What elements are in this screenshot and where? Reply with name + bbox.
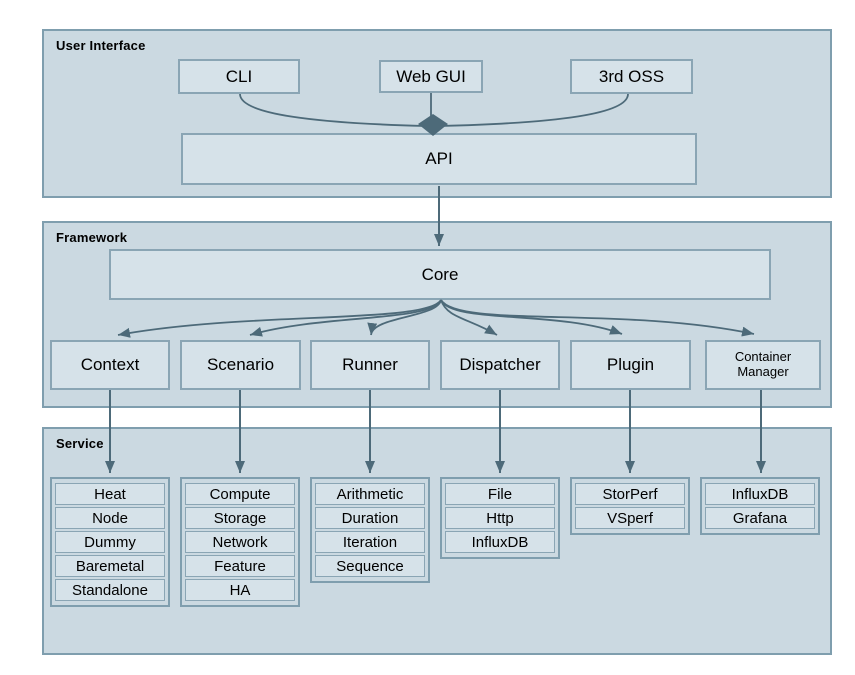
web-gui-box: Web GUI xyxy=(379,60,483,93)
service-item: Heat xyxy=(55,483,165,505)
service-item: StorPerf xyxy=(575,483,685,505)
third-oss-box: 3rd OSS xyxy=(570,59,693,94)
module-label: Context xyxy=(80,355,140,375)
section-user-interface-label: User Interface xyxy=(56,38,146,53)
service-item: Duration xyxy=(315,507,425,529)
module-box-dispatcher: Dispatcher xyxy=(440,340,560,390)
service-item: InfluxDB xyxy=(705,483,815,505)
module-label: Container Manager xyxy=(734,349,792,379)
section-service-label: Service xyxy=(56,436,104,451)
module-box-plugin: Plugin xyxy=(570,340,691,390)
core-box: Core xyxy=(109,249,771,300)
module-label: Scenario xyxy=(206,355,275,375)
service-column-plugin: StorPerf VSperf xyxy=(570,477,690,535)
module-box-scenario: Scenario xyxy=(180,340,301,390)
service-item: InfluxDB xyxy=(445,531,555,553)
service-item: Arithmetic xyxy=(315,483,425,505)
module-box-container-manager: Container Manager xyxy=(705,340,821,390)
service-column-scenario: Compute Storage Network Feature HA xyxy=(180,477,300,607)
module-label: Runner xyxy=(342,355,398,375)
service-item: Http xyxy=(445,507,555,529)
service-column-dispatcher: File Http InfluxDB xyxy=(440,477,560,559)
service-item: Storage xyxy=(185,507,295,529)
section-service: Service xyxy=(42,427,832,655)
cli-box: CLI xyxy=(178,59,300,94)
service-column-context: Heat Node Dummy Baremetal Standalone xyxy=(50,477,170,607)
core-label: Core xyxy=(421,264,459,284)
module-box-context: Context xyxy=(50,340,170,390)
service-column-container-manager: InfluxDB Grafana xyxy=(700,477,820,535)
service-item: Iteration xyxy=(315,531,425,553)
service-item: VSperf xyxy=(575,507,685,529)
module-label: Dispatcher xyxy=(459,355,541,375)
module-label: Plugin xyxy=(606,355,655,375)
api-box: API xyxy=(181,133,697,185)
third-oss-label: 3rd OSS xyxy=(598,66,665,86)
service-item: HA xyxy=(185,579,295,601)
service-column-runner: Arithmetic Duration Iteration Sequence xyxy=(310,477,430,583)
service-item: Dummy xyxy=(55,531,165,553)
module-box-runner: Runner xyxy=(310,340,430,390)
service-item: Feature xyxy=(185,555,295,577)
service-item: Baremetal xyxy=(55,555,165,577)
web-gui-label: Web GUI xyxy=(396,66,466,86)
service-item: File xyxy=(445,483,555,505)
service-item: Grafana xyxy=(705,507,815,529)
service-item: Compute xyxy=(185,483,295,505)
section-framework-label: Framework xyxy=(56,230,128,245)
api-label: API xyxy=(425,149,453,169)
cli-label: CLI xyxy=(225,66,253,86)
service-item: Network xyxy=(185,531,295,553)
service-item: Sequence xyxy=(315,555,425,577)
service-item: Standalone xyxy=(55,579,165,601)
service-item: Node xyxy=(55,507,165,529)
